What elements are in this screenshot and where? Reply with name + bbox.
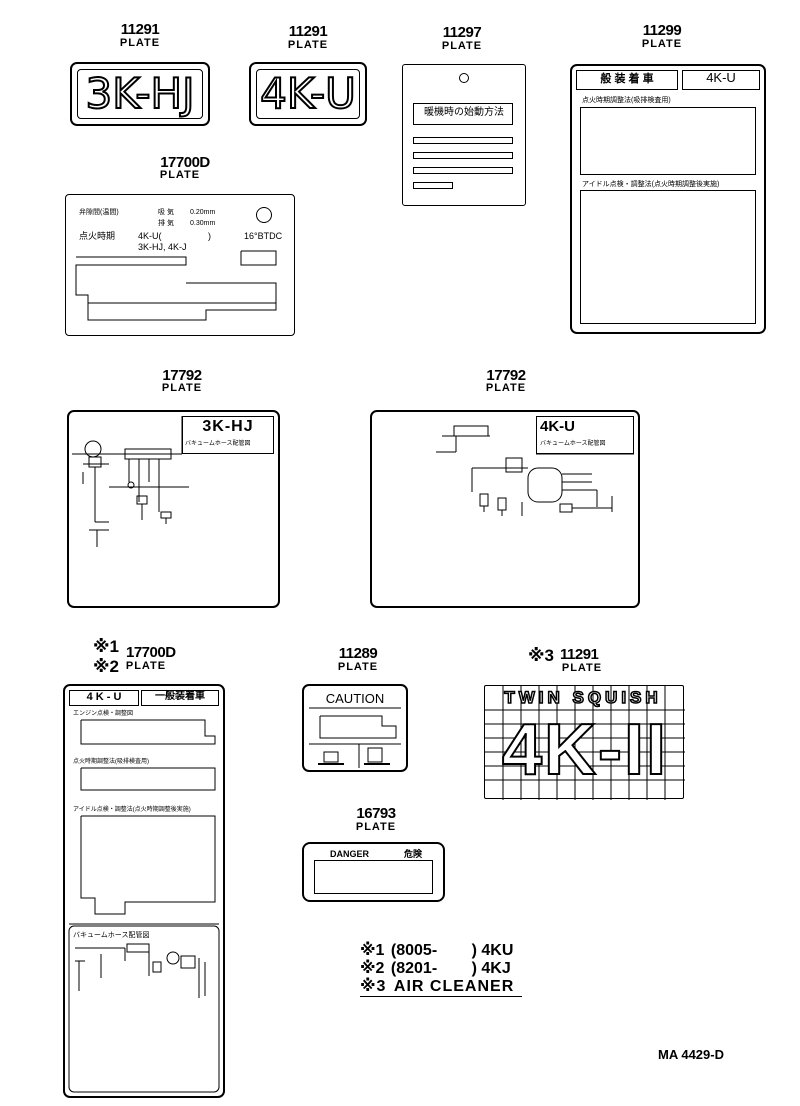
logo-icon: [256, 207, 272, 223]
part-number: 17792: [162, 367, 202, 384]
plate-subtitle: バキュームホース配管図: [540, 441, 606, 447]
plate-warmup-start[interactable]: 暖機時の始動方法: [402, 64, 526, 206]
part-label: PLATE: [125, 660, 167, 672]
placeholder-outline: [68, 719, 220, 1093]
plate-11299[interactable]: 般 装 着 車 4K-U 点火時期調整法(吸排検査用) アイドル点検・調整法(点…: [570, 64, 766, 334]
spec-text: ): [208, 231, 211, 241]
part-number: 17792: [486, 367, 526, 384]
footnote-mark: ※3: [528, 646, 554, 665]
spec-text: 0.30mm: [190, 220, 216, 227]
header-left: 4 K - U: [86, 691, 122, 703]
plate-vacuum-4k-u[interactable]: 4K-U バキュームホース配管図: [370, 410, 640, 608]
notes-block: ※1 (8005- ) 4KU ※2 (8201- ) 4KJ ※3 AIR C…: [360, 942, 550, 997]
part-number: 11291: [288, 23, 328, 40]
plate-text: 4K-U: [540, 418, 576, 435]
plate-text: 3K-HJ: [202, 418, 254, 435]
plate-text: DANGER: [330, 849, 370, 859]
spec-text: 弁隙間(温間): [79, 209, 119, 216]
plate-3k-hj[interactable]: 3K-HJ: [70, 62, 210, 126]
header-right: 4K-U: [706, 70, 736, 85]
spec-text: 16°BTDC: [244, 231, 283, 241]
plate-heading: TWIN SQUISH: [504, 687, 662, 708]
plate-17700d-spec[interactable]: 弁隙間(温間) 吸 気 0.20mm 排 気 0.30mm 点火時期 4K-U(…: [65, 194, 295, 336]
section-label: 点火時期調整法(吸排検査用): [73, 759, 149, 765]
part-number: 11291: [120, 21, 160, 38]
part-number: 17700D: [126, 644, 176, 661]
part-label: PLATE: [119, 37, 161, 49]
note-mark: ※3: [360, 978, 387, 995]
plate-twin-squish[interactable]: TWIN SQUISH 4K-II: [484, 685, 685, 800]
part-label: PLATE: [485, 382, 527, 394]
plate-vacuum-3k-hj[interactable]: 3K-HJ バキュームホース配管図: [67, 410, 280, 608]
note-text: AIR CLEANER: [393, 978, 515, 995]
section-label: エンジン点検・調整図: [73, 711, 134, 717]
note-code: ) 4KU: [471, 942, 514, 959]
part-label: PLATE: [337, 661, 379, 673]
plate-text-jp: 危険: [404, 849, 423, 859]
spec-text: 3K-HJ, 4K-J: [138, 242, 187, 252]
section-label: アイドル点検・調整法(点火時期調整後実施): [73, 807, 191, 813]
part-label: PLATE: [641, 38, 683, 50]
grid-pattern: [485, 686, 685, 800]
spec-text: 0.20mm: [190, 209, 216, 216]
part-label: PLATE: [355, 821, 397, 833]
plate-4k-u[interactable]: 4K-U: [249, 62, 367, 126]
footnote-mark: ※2: [93, 657, 119, 676]
spec-text: 吸 気: [158, 209, 174, 216]
part-label: PLATE: [159, 169, 201, 181]
spec-text: 点火時期: [79, 231, 116, 241]
header-right: 一般装着車: [155, 691, 205, 702]
plate-17700d-4k-u[interactable]: 4 K - U 一般装着車 エンジン点検・調整図 点火時期調整法(吸排検査用) …: [63, 684, 225, 1098]
plate-text: 3K-HJ: [85, 69, 196, 118]
note-mark: ※1: [360, 942, 385, 959]
part-number: 11299: [642, 22, 682, 39]
part-label: PLATE: [161, 382, 203, 394]
caution-illustration: [309, 707, 401, 768]
part-number: 17700D: [160, 154, 210, 171]
plate-subtitle: バキュームホース配管図: [185, 441, 251, 447]
header-left: 般 装 着 車: [600, 73, 654, 85]
footnote-mark: ※1: [93, 637, 119, 656]
plate-danger[interactable]: DANGER 危険: [302, 842, 445, 902]
part-label: PLATE: [561, 662, 603, 674]
plate-caution[interactable]: CAUTION: [302, 684, 408, 772]
plate-text: 4K-U: [259, 69, 357, 118]
note-text: (8005-: [390, 942, 438, 959]
section-label: アイドル点検・調整法(点火時期調整後実施): [582, 181, 720, 188]
part-label: PLATE: [441, 40, 483, 52]
note-code: ) 4KJ: [471, 960, 511, 977]
hole-icon: [459, 73, 469, 83]
plate-text: 暖機時の始動方法: [424, 107, 504, 118]
section-label: バキュームホース配管図: [73, 932, 150, 939]
plate-text: 4K-II: [501, 709, 669, 791]
note-row: ※1 (8005- ) 4KU: [360, 942, 550, 960]
spec-text: 排 気: [158, 220, 174, 227]
part-number: 11291: [560, 646, 599, 663]
spec-text: 4K-U(: [138, 231, 162, 241]
diagram-reference: MA 4429-D: [658, 1047, 724, 1062]
note-mark: ※2: [360, 960, 385, 977]
note-text: (8201-: [390, 960, 438, 977]
part-label: PLATE: [287, 39, 329, 51]
vacuum-hose-diagram: [436, 425, 634, 516]
part-number: 16793: [356, 805, 396, 822]
part-number: 11297: [442, 24, 482, 41]
plate-text: CAUTION: [325, 691, 385, 706]
placeholder-outline: [75, 250, 277, 321]
part-number: 11289: [338, 645, 378, 662]
section-label: 点火時期調整法(吸排検査用): [582, 97, 671, 104]
note-row: ※2 (8201- ) 4KJ: [360, 960, 550, 978]
note-row: ※3 AIR CLEANER: [360, 978, 523, 997]
vacuum-hose-diagram: [72, 416, 189, 547]
